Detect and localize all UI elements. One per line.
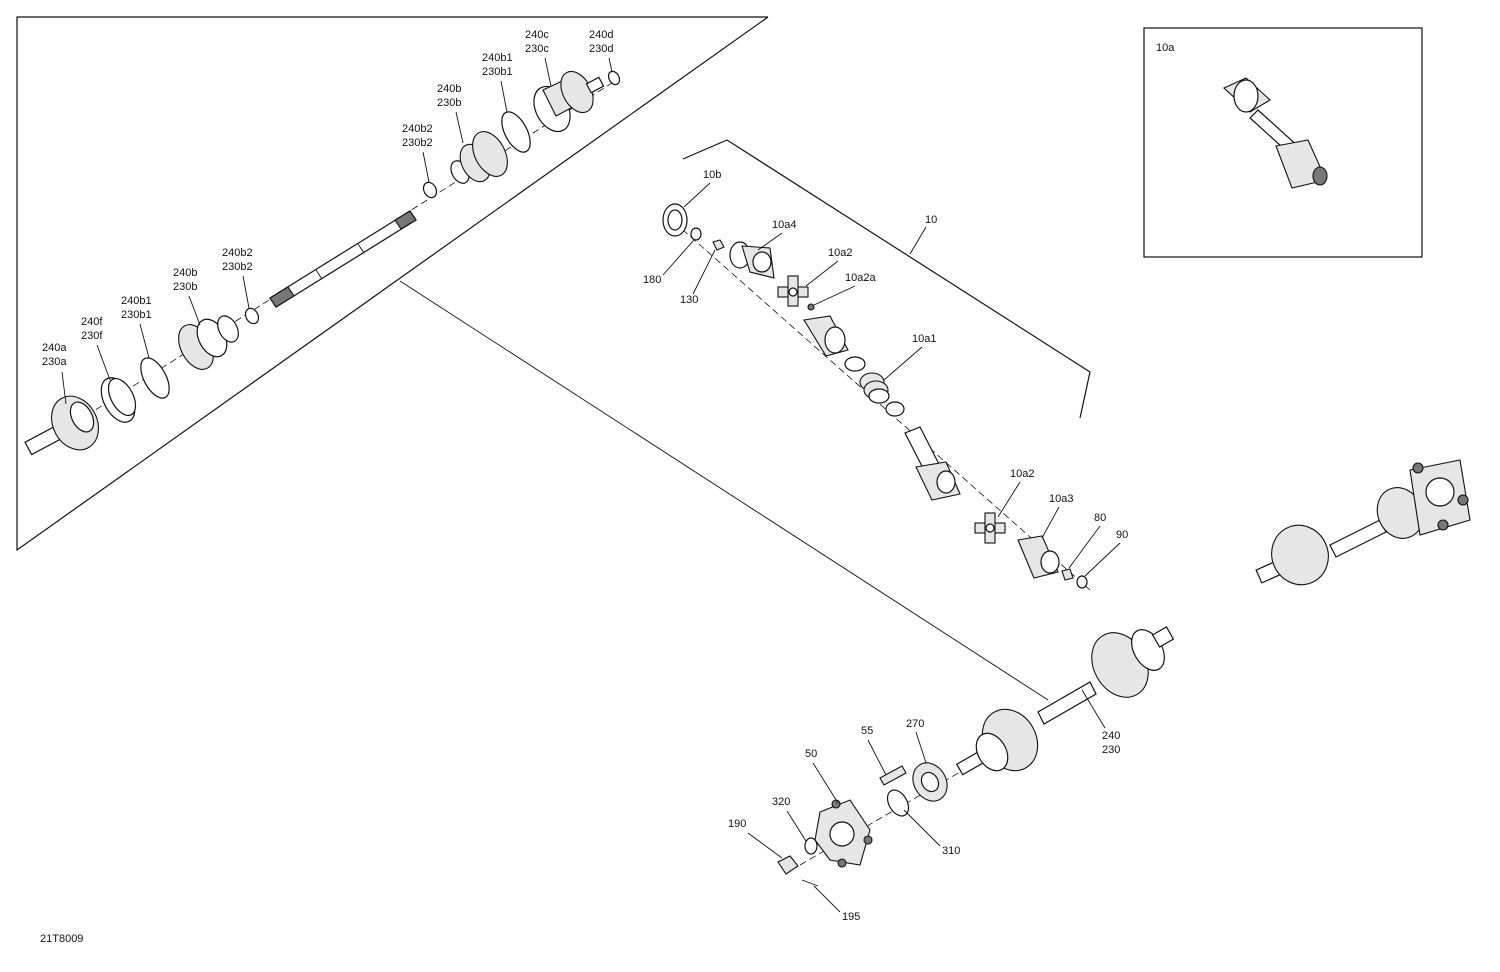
circlip-310 (886, 789, 910, 817)
assembly-bracket-10 (682, 139, 1091, 419)
wheel-hub-50 (814, 799, 873, 868)
label-190: 190 (728, 818, 746, 830)
label-240a-1: 240a (42, 342, 67, 354)
nut-130 (712, 239, 725, 251)
label-240c-2: 230c (525, 43, 549, 55)
label-240d-2: 230d (589, 43, 613, 55)
label-270: 270 (906, 718, 924, 730)
label-55: 55 (861, 725, 873, 737)
label-10a2-top: 10a2 (828, 247, 852, 259)
label-240b2-right-2: 230b2 (402, 137, 433, 149)
label-240-1: 240 (1102, 730, 1120, 742)
circlip-240d (607, 70, 621, 86)
clamp-240b2-left (244, 307, 260, 325)
label-240b-right-2: 230b (437, 97, 461, 109)
label-240f-1: 240f (81, 316, 103, 328)
ring-lower (885, 401, 905, 417)
assembled-axle-preview (1255, 459, 1471, 586)
washer-180 (690, 227, 702, 241)
label-240b1-left-1: 240b1 (121, 295, 152, 307)
label-180: 180 (643, 274, 661, 286)
cotter-pin-195 (801, 879, 819, 887)
bolt-80 (1061, 568, 1074, 581)
clamp-240b1-left (140, 357, 170, 399)
lower-labels: 240 230 55 270 50 320 190 310 195 (728, 689, 1120, 923)
label-240b2-left-1: 240b2 (222, 247, 253, 259)
label-240f-2: 230f (81, 330, 103, 342)
label-240-2: 230 (1102, 744, 1120, 756)
drawing-id: 21T8009 (40, 933, 83, 945)
label-10a1: 10a1 (912, 333, 936, 345)
label-240b2-left-2: 230b2 (222, 261, 253, 273)
axle-shaft (269, 210, 417, 308)
yoke-10a4 (729, 241, 775, 279)
label-240b-left-1: 240b (173, 267, 197, 279)
inner-cv-housing (533, 70, 605, 133)
outer-cv-joint (24, 395, 100, 456)
wedge-parts (24, 70, 621, 456)
label-240b1-left-2: 230b1 (121, 309, 152, 321)
ring-upper (844, 356, 866, 372)
label-310: 310 (942, 845, 960, 857)
prop-shaft-parts (662, 203, 1091, 591)
label-10a3: 10a3 (1049, 493, 1073, 505)
label-240b-right-1: 240b (437, 83, 461, 95)
washer-320 (804, 837, 818, 855)
wedge-labels: 240a 230a 240f 230f 240b1 230b1 240b 230… (42, 29, 613, 405)
inset-10a: 10a (1143, 27, 1423, 258)
label-80: 80 (1094, 512, 1106, 524)
label-90: 90 (1116, 529, 1128, 541)
slip-yoke (803, 315, 849, 357)
label-240b1-right-1: 240b1 (482, 52, 513, 64)
label-130: 130 (680, 294, 698, 306)
label-240b2-right-1: 240b2 (402, 123, 433, 135)
prop-shaft-labels: 10b 10 10a4 10a2 10a2a 180 130 10a1 10a2… (643, 169, 1128, 577)
boot-right (450, 131, 508, 184)
boot-left (178, 315, 239, 370)
label-195: 195 (842, 911, 860, 923)
nut-190 (777, 855, 799, 875)
grease-fitting-10a2a (807, 303, 815, 311)
label-10: 10 (925, 214, 937, 226)
detail-wedge (16, 16, 1049, 701)
lower-axle-240 (777, 626, 1175, 887)
label-10a4: 10a4 (772, 219, 796, 231)
label-10a2-bottom: 10a2 (1010, 468, 1034, 480)
stud-55 (879, 765, 907, 786)
clamp-240b2-right (422, 181, 438, 199)
ujoint-cross-bottom (974, 512, 1006, 544)
label-240b-left-2: 230b (173, 281, 197, 293)
washer-90 (1076, 575, 1088, 589)
label-50: 50 (805, 748, 817, 760)
label-240d-1: 240d (589, 29, 613, 41)
label-240b1-right-2: 230b1 (482, 66, 513, 78)
inset-driveshaft-assembly (1223, 77, 1328, 189)
label-10b: 10b (703, 169, 721, 181)
yoke-10a3 (1017, 535, 1060, 579)
inset-title: 10a (1156, 42, 1175, 54)
boot-10a1 (859, 372, 890, 404)
shaft-yoke (904, 426, 961, 501)
clamp-240b1-right (501, 111, 531, 153)
ujoint-cross-top (777, 275, 809, 307)
label-10a2a: 10a2a (845, 272, 876, 284)
label-240c-1: 240c (525, 29, 549, 41)
label-320: 320 (772, 796, 790, 808)
label-240a-2: 230a (42, 356, 67, 368)
